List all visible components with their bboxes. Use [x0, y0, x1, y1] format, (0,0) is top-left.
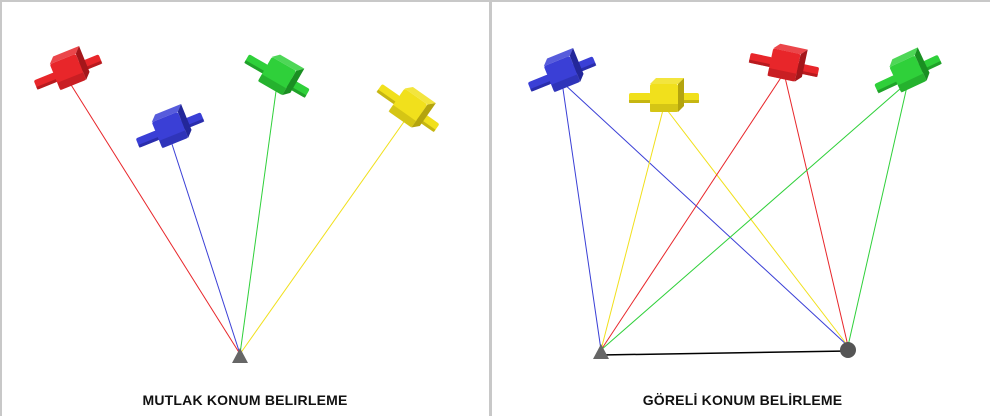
blue-satellite [528, 47, 597, 93]
receiver-circle [840, 342, 856, 358]
signal-line-blue-satellite-to-receiver-1 [561, 81, 602, 351]
signal-line-blue-satellite-to-receiver-2 [561, 81, 849, 347]
signal-line-red-satellite-to-receiver-1 [67, 79, 241, 355]
yellow-satellite [629, 78, 699, 112]
baseline-line [600, 350, 849, 356]
signal-line-yellow-satellite-to-receiver-2 [663, 105, 849, 347]
signal-line-red-satellite-to-receiver-2 [783, 72, 849, 347]
signal-line-green-satellite-to-receiver-1 [600, 81, 909, 351]
yellow-satellite [376, 84, 439, 133]
relative-positioning-caption: GÖRELİ KONUM BELİRLEME [642, 392, 843, 408]
green-satellite [874, 47, 942, 94]
signal-line-yellow-satellite-to-receiver-1 [600, 105, 665, 351]
signal-line-red-satellite-to-receiver-1 [600, 72, 785, 351]
green-satellite [244, 54, 310, 98]
relative-positioning-panel [492, 0, 990, 416]
receiver-triangle [232, 348, 248, 363]
signal-line-blue-satellite-to-receiver-1 [169, 137, 241, 355]
absolute-positioning-caption: MUTLAK KONUM BELIRLEME [142, 392, 348, 408]
receiver-triangle [593, 344, 609, 359]
blue-satellite [136, 103, 205, 149]
absolute-positioning-panel [0, 0, 492, 416]
red-satellite [34, 45, 103, 91]
signal-line-green-satellite-to-receiver-1 [239, 83, 278, 355]
signal-line-green-satellite-to-receiver-2 [847, 81, 909, 347]
signal-line-yellow-satellite-to-receiver-1 [239, 115, 409, 355]
red-satellite [748, 43, 819, 82]
